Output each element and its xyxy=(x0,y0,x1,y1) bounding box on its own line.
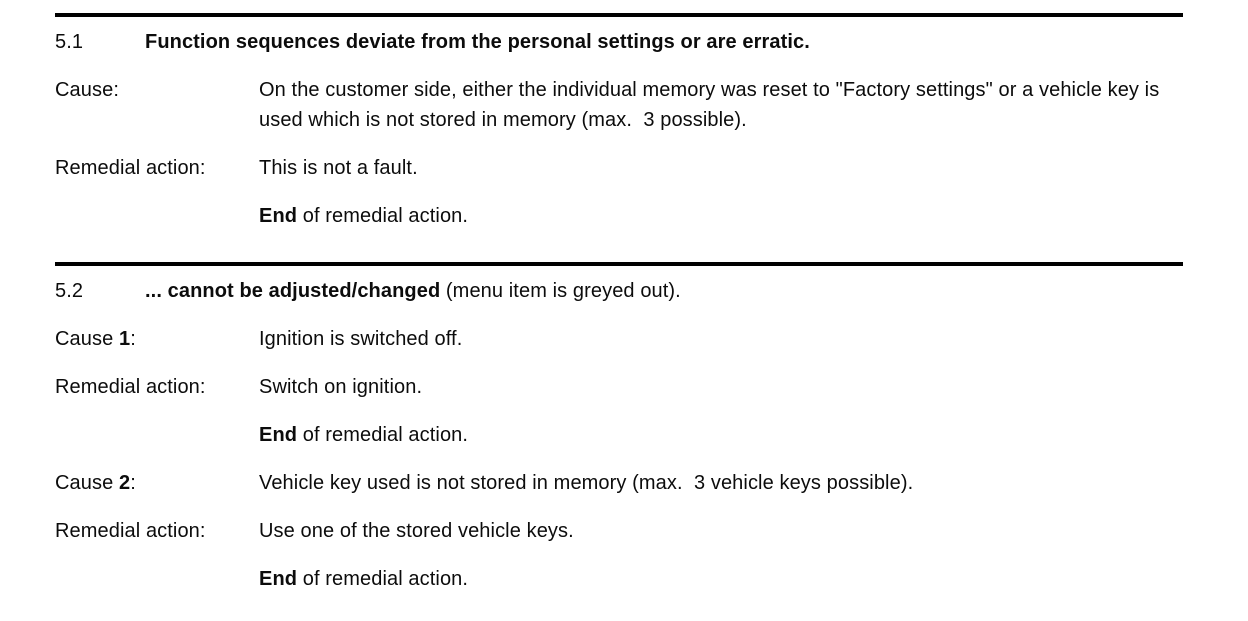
row-label xyxy=(55,420,259,450)
row-end-of-action: End of remedial action. xyxy=(55,420,1183,450)
row-label: Cause 1: xyxy=(55,324,259,354)
section-heading-5-2: 5.2 ... cannot be adjusted/changed (menu… xyxy=(55,276,1183,306)
row-label-text: Cause xyxy=(55,79,114,101)
row-label-number: 2 xyxy=(118,472,131,494)
row-content: End of remedial action. xyxy=(259,564,1183,594)
row-content-text: of remedial action. xyxy=(297,205,469,227)
row-end-of-action: End of remedial action. xyxy=(55,201,1183,231)
row-label: Remedial action: xyxy=(55,372,259,402)
row-cause-1: Cause 1: Ignition is switched off. xyxy=(55,324,1183,354)
row-content: Use one of the stored vehicle keys. xyxy=(259,516,1183,546)
section-heading-5-1: 5.1 Function sequences deviate from the … xyxy=(55,27,1183,57)
row-content: Vehicle key used is not stored in memory… xyxy=(259,468,1183,498)
row-remedial-action: Remedial action: This is not a fault. xyxy=(55,153,1183,183)
row-label-text: Remedial action xyxy=(55,376,200,398)
row-content-text: Vehicle key used is not stored in memory… xyxy=(259,472,914,494)
row-label: Cause: xyxy=(55,75,259,135)
row-label-text: Cause xyxy=(55,328,119,350)
row-content-text: of remedial action. xyxy=(297,424,469,446)
row-content-text: This is not a fault. xyxy=(259,157,418,179)
row-content-text: of remedial action. xyxy=(297,568,469,590)
row-label-text: Remedial action xyxy=(55,520,200,542)
row-content-text: On the customer side, either the individ… xyxy=(259,79,1165,131)
row-label xyxy=(55,564,259,594)
row-content-lead-bold: End xyxy=(259,424,298,446)
section-number: 5.2 xyxy=(55,280,84,302)
row-content: This is not a fault. xyxy=(259,153,1183,183)
row-label-colon: : xyxy=(113,79,119,101)
row-remedial-action: Remedial action: Use one of the stored v… xyxy=(55,516,1183,546)
section-divider-middle xyxy=(55,262,1183,266)
row-label-colon: : xyxy=(130,472,136,494)
row-content: On the customer side, either the individ… xyxy=(259,75,1183,135)
row-label: Cause 2: xyxy=(55,468,259,498)
row-label-colon: : xyxy=(130,328,136,350)
row-label: Remedial action: xyxy=(55,516,259,546)
section-divider-top xyxy=(55,13,1183,17)
section-title-bold: ... cannot be adjusted/changed xyxy=(145,280,441,302)
row-content-lead-bold: End xyxy=(259,568,298,590)
row-remedial-action: Remedial action: Switch on ignition. xyxy=(55,372,1183,402)
row-content-text: Ignition is switched off. xyxy=(259,328,463,350)
row-label xyxy=(55,201,259,231)
row-cause-2: Cause 2: Vehicle key used is not stored … xyxy=(55,468,1183,498)
row-content-text: Use one of the stored vehicle keys. xyxy=(259,520,574,542)
row-content: Ignition is switched off. xyxy=(259,324,1183,354)
manual-page: 5.1 Function sequences deviate from the … xyxy=(55,13,1183,594)
row-content: End of remedial action. xyxy=(259,201,1183,231)
section-title-regular: (menu item is greyed out). xyxy=(440,280,681,302)
section-title-bold: Function sequences deviate from the pers… xyxy=(145,31,810,53)
row-label-text: Remedial action xyxy=(55,157,200,179)
row-label-colon: : xyxy=(199,520,206,542)
row-label: Remedial action: xyxy=(55,153,259,183)
section-title: ... cannot be adjusted/changed (menu ite… xyxy=(145,276,681,306)
row-end-of-action: End of remedial action. xyxy=(55,564,1183,594)
row-content-text: Switch on ignition. xyxy=(259,376,423,398)
row-label-number: 1 xyxy=(118,328,131,350)
row-content-lead-bold: End xyxy=(259,205,298,227)
row-content: End of remedial action. xyxy=(259,420,1183,450)
section-title: Function sequences deviate from the pers… xyxy=(145,27,810,57)
row-label-text: Cause xyxy=(55,472,119,494)
row-label-colon: : xyxy=(199,376,206,398)
row-content: Switch on ignition. xyxy=(259,372,1183,402)
row-cause: Cause: On the customer side, either the … xyxy=(55,75,1183,135)
row-label-colon: : xyxy=(199,157,206,179)
section-number: 5.1 xyxy=(55,31,84,53)
